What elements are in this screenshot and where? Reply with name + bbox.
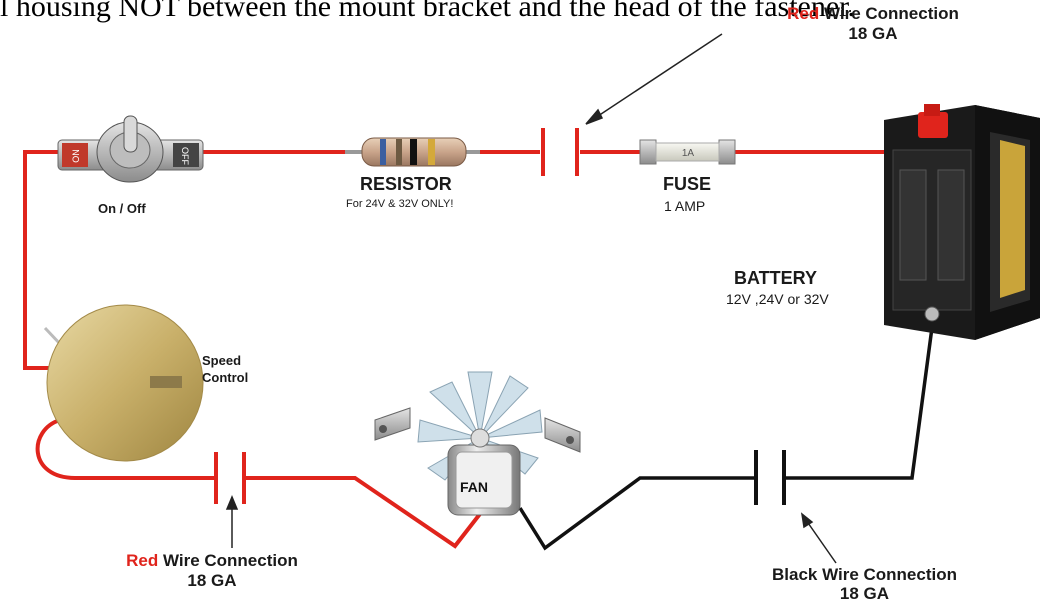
speed-control-label: Speed Control	[202, 352, 248, 386]
fan: FAN	[374, 371, 581, 516]
speed-control-line2: Control	[202, 370, 249, 385]
connector-symbol-bottom-right	[754, 450, 786, 505]
fan-label: FAN	[460, 479, 488, 495]
top-connection-prefix: Red	[787, 4, 820, 23]
battery-voltage: 12V ,24V or 32V	[726, 291, 829, 307]
bottom-right-connection-suffix: Wire Connection	[817, 565, 957, 584]
switch-off-text: OFF	[180, 147, 190, 165]
toggle-switch: ON OFF	[57, 115, 204, 183]
clipped-header-text: l housing NOT between the mount bracket …	[0, 0, 856, 23]
connector-symbol-top	[541, 128, 579, 176]
bottom-right-connection-gauge: 18 GA	[839, 584, 890, 603]
top-connection-suffix: Wire Connection	[819, 4, 959, 23]
arrow-bottom-right	[800, 512, 837, 564]
battery	[884, 104, 1040, 340]
speed-control-knob	[43, 304, 204, 462]
resistor-label: RESISTOR	[360, 174, 452, 194]
fuse: 1A	[639, 139, 736, 165]
fuse-label: FUSE	[663, 174, 712, 194]
black-wire	[518, 319, 935, 551]
arrow-bottom-left	[225, 495, 239, 548]
resistor-note: For 24V & 32V ONLY!	[346, 198, 454, 210]
bottom-right-connection-prefix: Black	[771, 565, 818, 584]
switch-label: On / Off	[98, 201, 146, 216]
fuse-rating: 1 AMP	[664, 198, 706, 214]
red-wire-top	[23, 150, 884, 370]
bottom-left-connection-label: Red Wire Connection 18 GA	[82, 551, 342, 591]
arrow-top	[585, 33, 723, 125]
resistor	[345, 137, 480, 167]
switch-on-text: ON	[71, 149, 81, 163]
bottom-left-connection-suffix: Wire Connection	[158, 551, 298, 570]
bottom-left-connection-prefix: Red	[126, 551, 159, 570]
bottom-right-connection-label: Black Wire Connection 18 GA	[722, 565, 1007, 603]
fuse-marking: 1A	[682, 148, 695, 159]
top-connection-gauge: 18 GA	[848, 24, 898, 43]
speed-control-line1: Speed	[202, 353, 242, 368]
top-connection-label: Red Wire Connection 18 GA	[743, 4, 1003, 44]
battery-label: BATTERY	[734, 268, 817, 288]
red-wire-bottom	[35, 418, 485, 549]
connector-symbol-bottom-left	[214, 452, 246, 504]
bottom-left-connection-gauge: 18 GA	[187, 571, 237, 590]
